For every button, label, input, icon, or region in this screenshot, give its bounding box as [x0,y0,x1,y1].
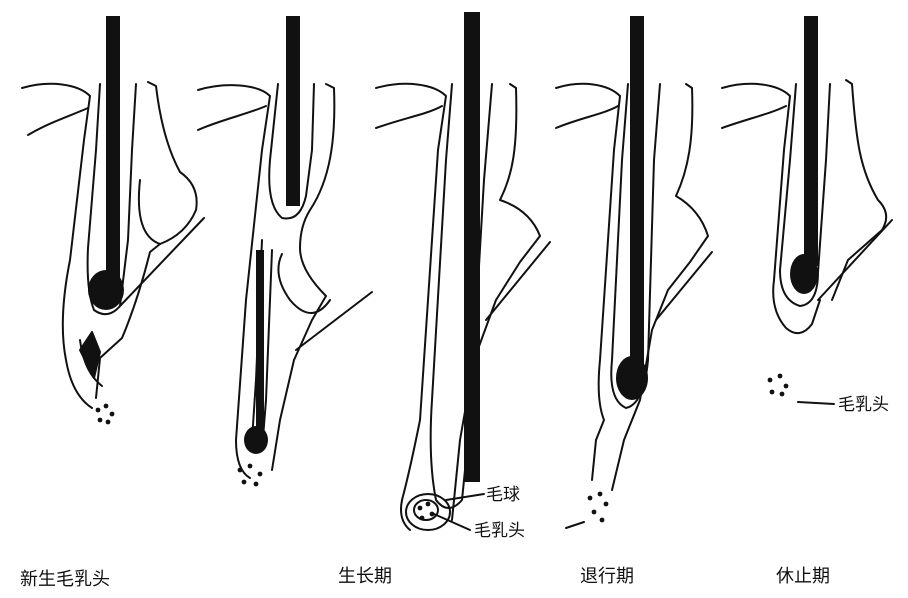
papilla-dots-catagen [588,492,609,523]
hair-shaft-anagen-early [286,16,300,206]
caption-telogen: 休止期 [776,566,830,587]
papilla-dots-anagen [418,502,435,521]
caption-catagen: 退行期 [580,566,634,587]
papilla-dots-new [96,404,115,425]
follicle-anagen-early [198,84,372,478]
label-hair-bulb: 毛球 [486,485,520,505]
papilla-dots-telogen [768,374,789,397]
leader-papilla-telogen [798,402,834,404]
hair-bulb-anagen-early [244,426,268,454]
club-hair-telogen [790,254,818,294]
hair-shaft-telogen [804,16,818,266]
papilla-tail-catagen [566,522,584,528]
hair-bulb-new [88,270,124,310]
label-dermal-papilla-telogen: 毛乳头 [838,395,889,415]
label-dermal-papilla-anagen: 毛乳头 [474,521,525,541]
hair-shaft-catagen [630,16,644,376]
caption-new-papilla: 新生毛乳头 [20,569,110,590]
caption-anagen: 生长期 [338,566,392,587]
hair-shaft-anagen [464,12,480,482]
new-hair-shaft [256,250,264,450]
club-hair-catagen [616,356,648,400]
hair-shaft-new [106,16,120,286]
leader-hair-bulb [446,494,484,500]
follicle-anagen [376,84,550,530]
